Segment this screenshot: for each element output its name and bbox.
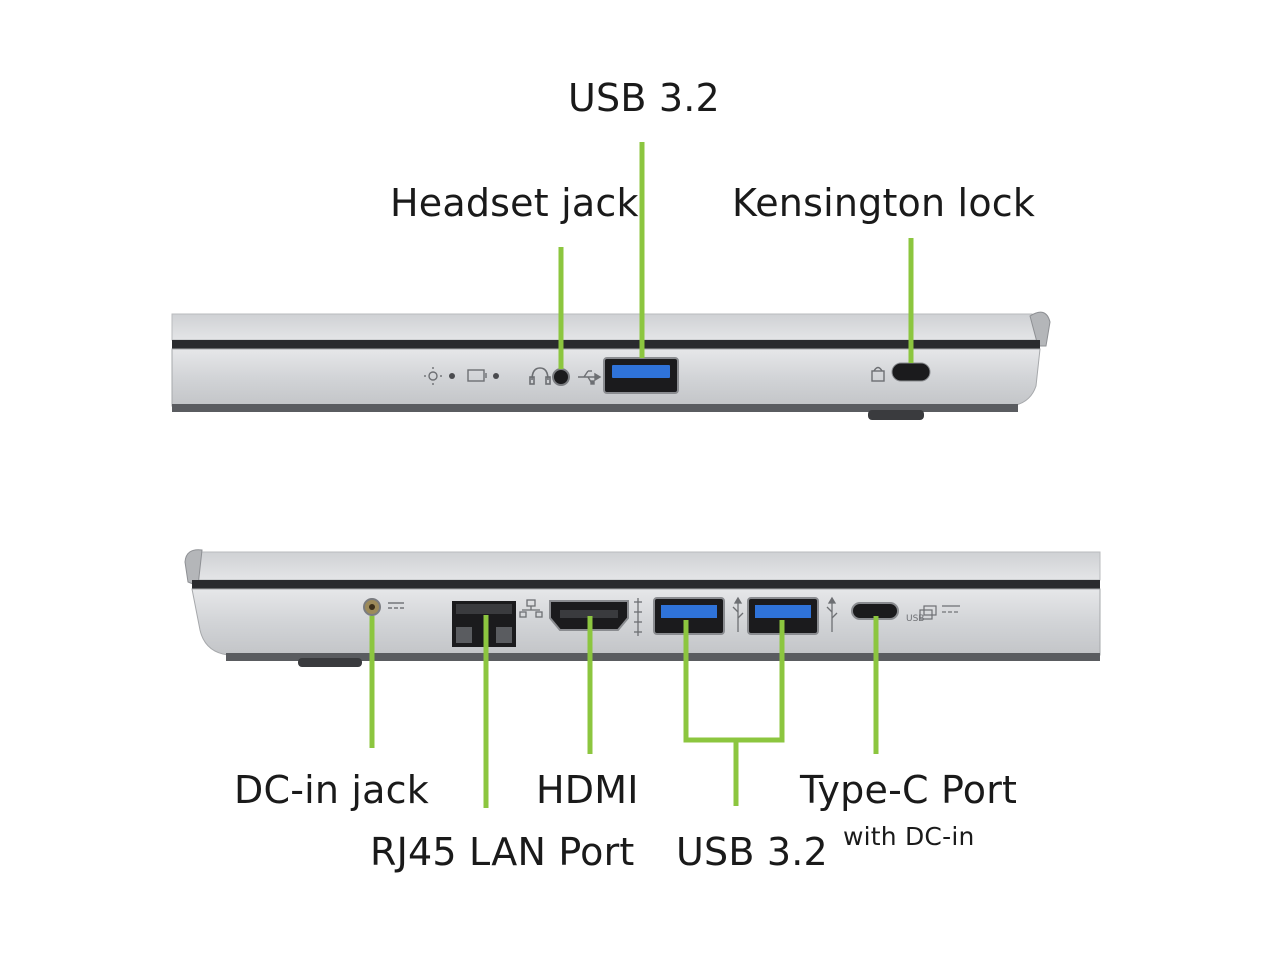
laptop-right-side: [171, 311, 1051, 420]
lid-seam: [172, 340, 1040, 349]
hinge: [1029, 311, 1051, 347]
lid-seam: [192, 580, 1100, 589]
label-kensington-lock: Kensington lock: [732, 181, 1036, 225]
headset-icon: [529, 367, 551, 385]
usb-a-port: [653, 597, 725, 635]
lan-icon: [519, 599, 543, 618]
power-led-icon: [424, 367, 442, 385]
kensington-lock-slot: [891, 362, 931, 382]
lock-icon: [871, 366, 885, 382]
laptop-lid: [191, 551, 1101, 581]
laptop-left-side: USB: [184, 549, 1101, 667]
power-led: [449, 373, 455, 379]
usb-icon: [826, 596, 838, 632]
usb-a-port: [603, 357, 679, 394]
battery-led: [493, 373, 499, 379]
battery-led-icon: [467, 369, 487, 382]
bottom-callouts: [369, 615, 879, 808]
rubber-foot: [868, 410, 924, 420]
headset-jack: [552, 368, 570, 386]
label-headset-jack: Headset jack: [390, 181, 639, 225]
hdmi-icon: [634, 598, 642, 636]
base-bottom-edge: [172, 404, 1018, 412]
label-dc-in-jack: DC-in jack: [234, 768, 429, 812]
top-callouts: [558, 142, 914, 369]
usb-a-port: [747, 597, 819, 635]
label-usb-bottom: USB 3.2: [676, 830, 828, 874]
dc-in-icon: [388, 602, 404, 609]
label-rj45-lan-port: RJ45 LAN Port: [370, 830, 635, 874]
hdmi-port: [549, 600, 629, 631]
label-type-c-port: Type-C Port: [800, 768, 1018, 812]
usb-icon: [578, 370, 602, 385]
hinge: [184, 549, 203, 587]
label-hdmi: HDMI: [536, 768, 639, 812]
base-bottom-edge: [226, 653, 1100, 661]
laptop-base: [191, 588, 1101, 656]
usb-icon: [732, 596, 744, 632]
label-usb-top: USB 3.2: [568, 76, 720, 120]
rubber-foot: [298, 658, 362, 667]
label-type-c-sub: with DC-in: [843, 822, 975, 851]
svg-text:USB: USB: [906, 614, 924, 624]
type-c-usb-icon: USB: [906, 605, 960, 624]
